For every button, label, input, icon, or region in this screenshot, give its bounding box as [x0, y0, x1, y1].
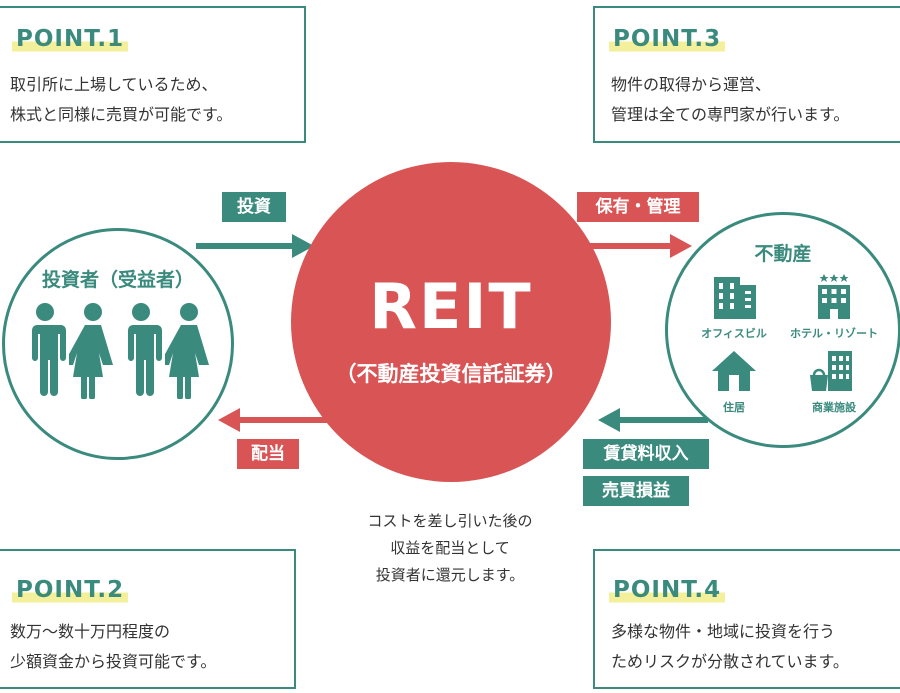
point-2-line-2: 少額資金から投資可能です。 [10, 652, 217, 671]
point-1-box: POINT.1 取引所に上場しているため、 株式と同様に売買が可能です。 [0, 6, 306, 143]
point-3-title: POINT.3 [609, 24, 726, 54]
female-person-icon [165, 303, 209, 399]
sale-profit-label: 売買損益 [583, 476, 689, 506]
office-building-label: オフィスビル [701, 327, 767, 340]
hotel-icon [818, 274, 850, 319]
point-2-box: POINT.2 数万〜数十万円程度の 少額資金から投資可能です。 [0, 549, 296, 689]
invest-label: 投資 [222, 192, 286, 222]
point-3-line-1: 物件の取得から運営、 [611, 75, 772, 94]
point-2-line-1: 数万〜数十万円程度の [10, 622, 171, 641]
point-1-line-2: 株式と同様に売買が可能です。 [10, 105, 233, 124]
dividend-label: 配当 [237, 439, 299, 469]
point-2-text: 数万〜数十万円程度の 少額資金から投資可能です。 [10, 617, 216, 677]
hold-manage-arrow [584, 234, 692, 258]
point-4-line-2: ためリスクが分散されています。 [611, 652, 849, 671]
point-1-title: POINT.1 [12, 24, 129, 54]
point-4-text: 多様な物件・地域に投資を行う ためリスクが分散されています。 [611, 617, 849, 677]
male-person-icon [29, 303, 66, 396]
dividend-note-line-3: 投資者に還元します。 [375, 566, 525, 584]
commercial-facility-item: 商業施設 [784, 349, 884, 415]
hotel-item: ホテル・リゾート [784, 273, 884, 341]
rent-income-label: 賃貸料収入 [583, 439, 709, 469]
house-item: 住居 [684, 349, 784, 415]
dividend-note-line-1: コストを差し引いた後の [367, 512, 533, 530]
point-3-text: 物件の取得から運営、 管理は全ての専門家が行います。 [611, 70, 849, 130]
dividend-arrow [218, 408, 328, 432]
dividend-note-line-2: 収益を配当として [390, 539, 510, 557]
point-3-box: POINT.3 物件の取得から運営、 管理は全ての専門家が行います。 [593, 6, 900, 143]
investor-title: 投資者（受益者） [41, 269, 194, 291]
hold-manage-label: 保有・管理 [577, 192, 699, 222]
real-estate-circle: 不動産 オフィスビル [665, 212, 900, 448]
investor-circle: 投資者（受益者） [2, 228, 234, 460]
point-4-line-1: 多様な物件・地域に投資を行う [611, 622, 836, 641]
office-building-item: オフィスビル [684, 273, 784, 341]
dividend-note: コストを差し引いた後の 収益を配当として 投資者に還元します。 [320, 508, 580, 589]
invest-arrow [196, 234, 314, 258]
point-3-line-2: 管理は全ての専門家が行います。 [611, 105, 850, 124]
female-person-icon [69, 303, 113, 399]
house-icon [712, 351, 756, 391]
male-person-icon [125, 303, 162, 396]
point-2-title: POINT.2 [12, 575, 129, 605]
commercial-facility-label: 商業施設 [812, 401, 856, 414]
reit-circle: REIT （不動産投資信託証券） [291, 162, 611, 482]
income-arrow [598, 408, 708, 432]
real-estate-title: 不動産 [754, 243, 812, 265]
reit-title: REIT [369, 270, 533, 343]
commercial-facility-icon [810, 351, 852, 391]
point-1-line-1: 取引所に上場しているため、 [10, 75, 218, 94]
reit-subtitle: （不動産投資信託証券） [335, 362, 567, 386]
point-1-text: 取引所に上場しているため、 株式と同様に売買が可能です。 [10, 70, 232, 130]
house-label: 住居 [723, 401, 745, 414]
point-4-box: POINT.4 多様な物件・地域に投資を行う ためリスクが分散されています。 [593, 549, 900, 689]
hotel-label: ホテル・リゾート [790, 327, 878, 340]
point-4-title: POINT.4 [609, 575, 726, 605]
office-building-icon [714, 277, 756, 319]
